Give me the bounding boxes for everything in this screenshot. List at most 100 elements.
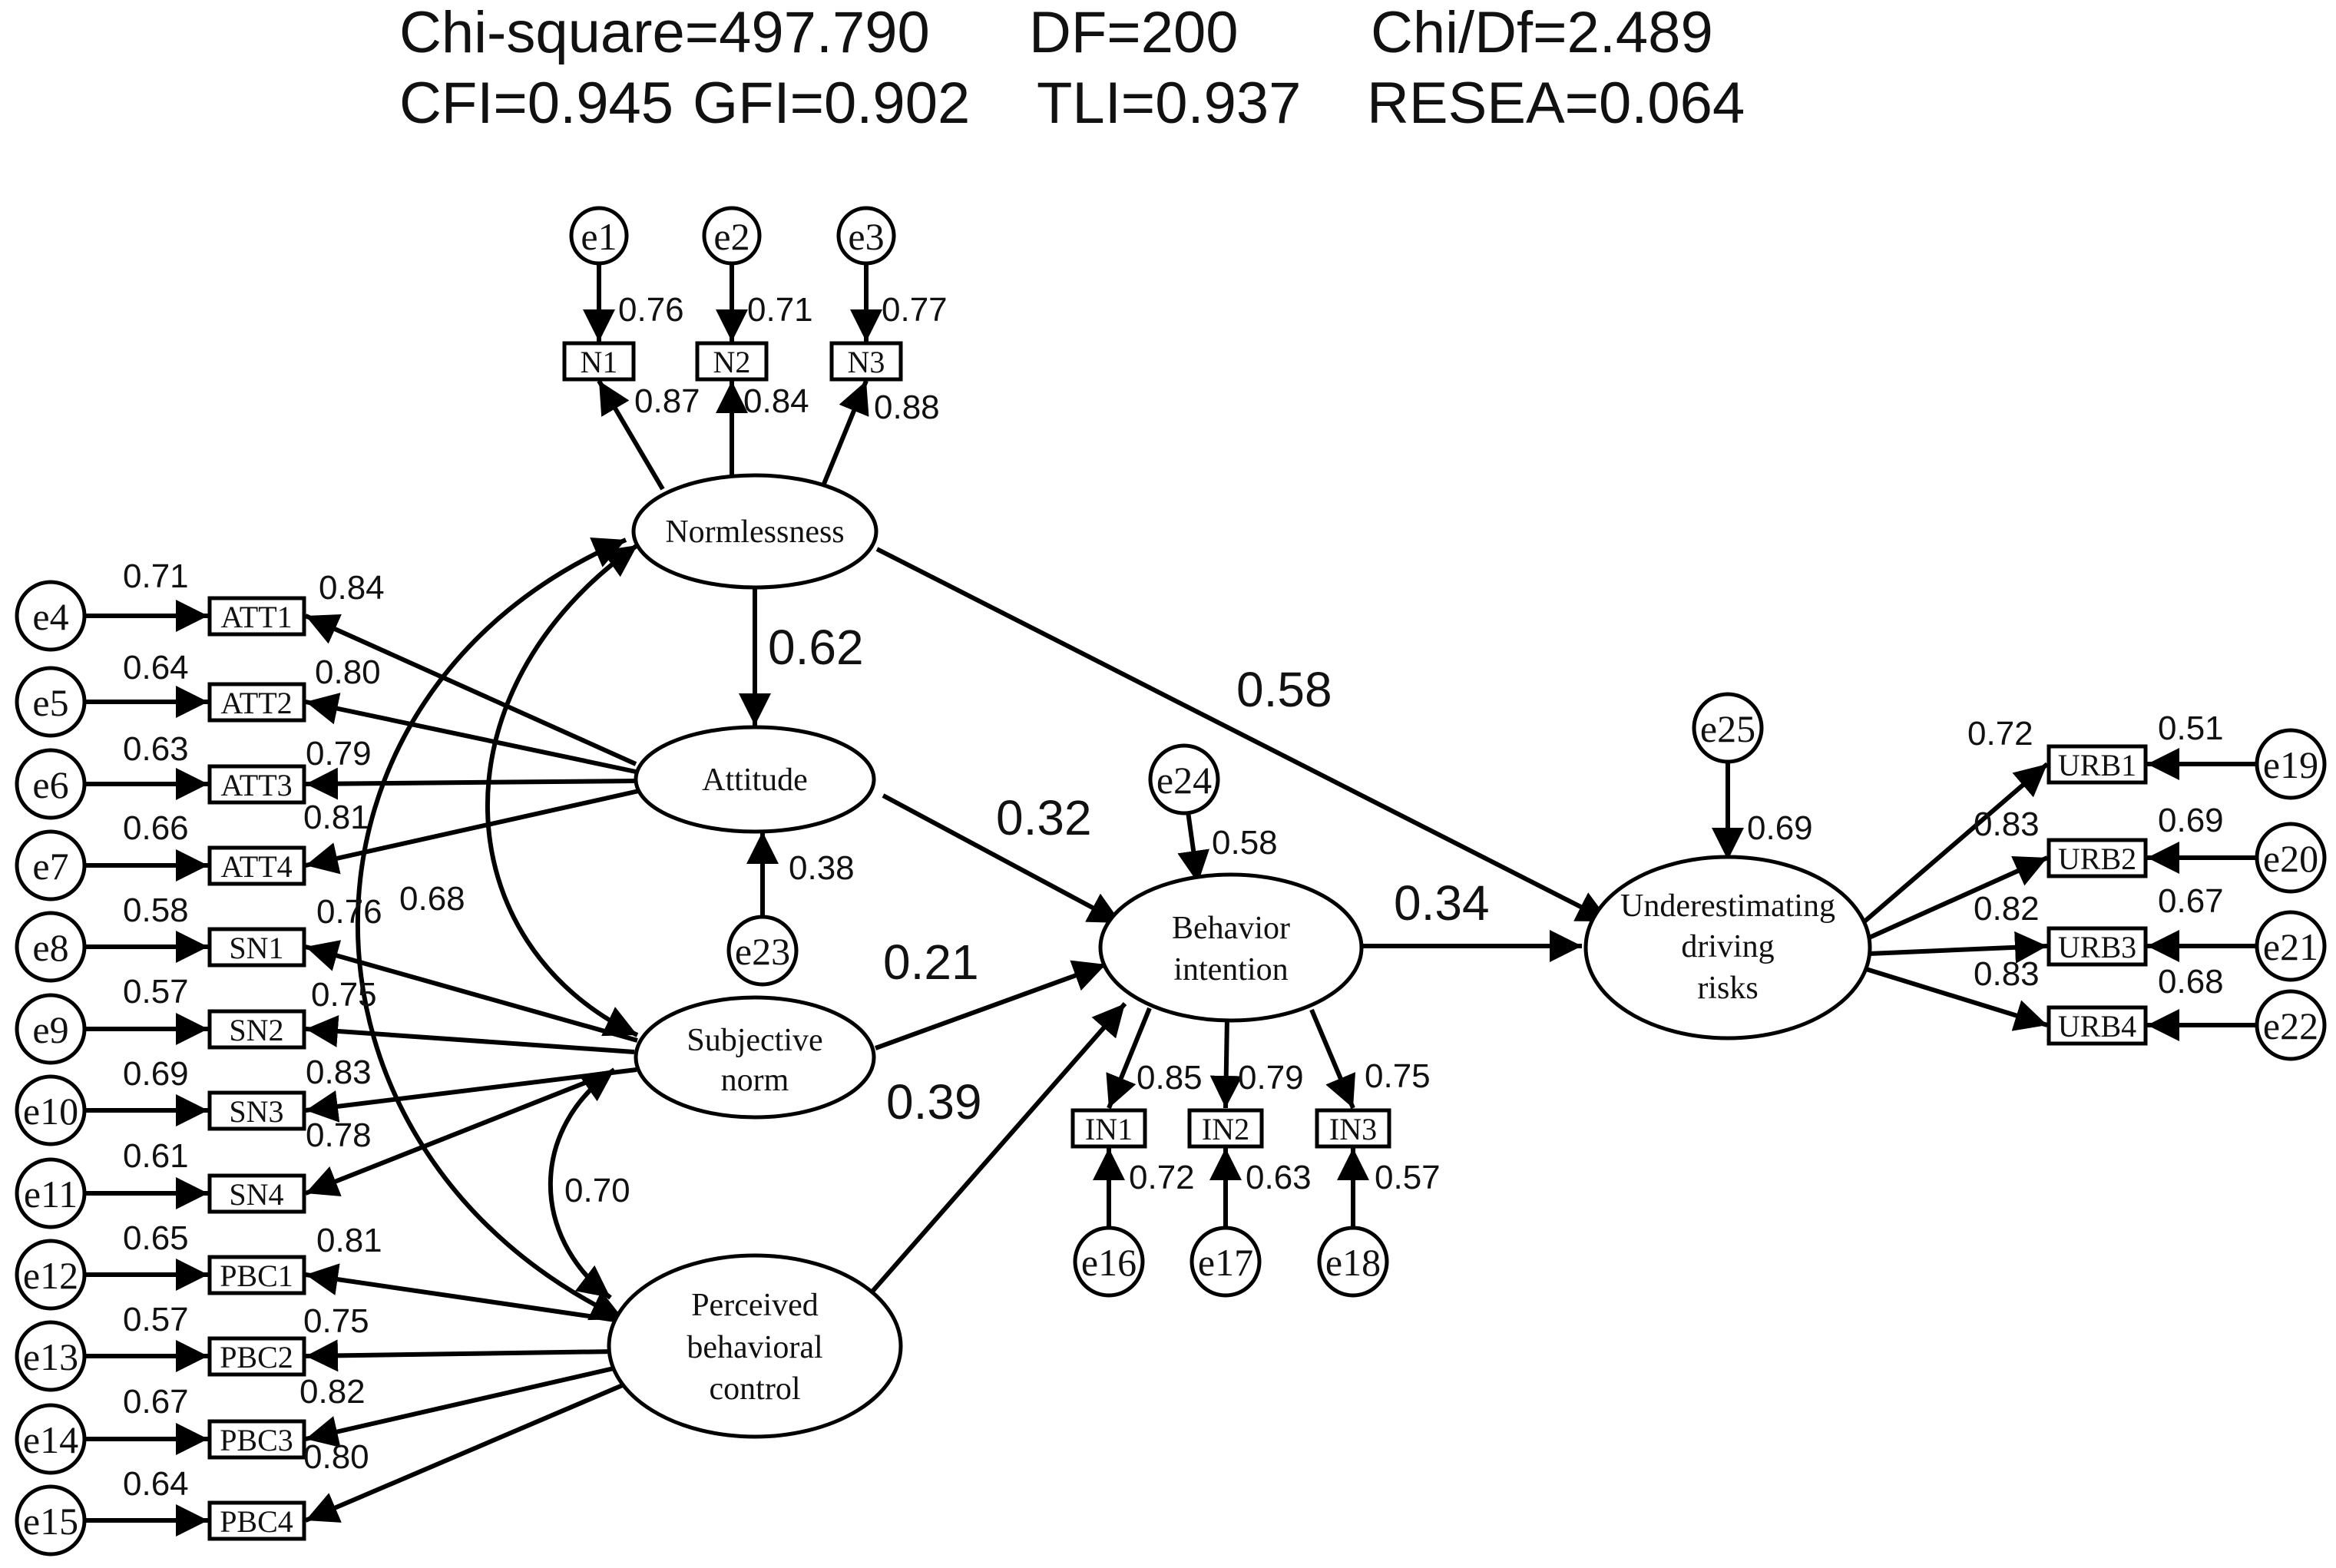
coef-sn3: 0.83 (306, 1054, 372, 1091)
coef-e18: 0.57 (1375, 1159, 1441, 1196)
coef-sn-intention: 0.21 (883, 935, 979, 990)
error-e6: e6 (15, 748, 87, 820)
gfi-label: GFI=0.902 (693, 71, 970, 136)
error-e22: e22 (2255, 989, 2327, 1061)
corr-normlessness-sn (485, 543, 639, 1037)
coef-corr-sn-pbc: 0.70 (564, 1172, 630, 1209)
indicator-pbc4-label: PBC4 (220, 1504, 293, 1539)
path-normlessness-n3 (822, 379, 869, 485)
indicator-att3: ATT3 (207, 764, 306, 805)
corr-sn-pbc (548, 1067, 616, 1300)
error-e14: e14 (15, 1403, 87, 1475)
coef-in3: 0.75 (1365, 1057, 1431, 1095)
error-e15: e15 (15, 1484, 87, 1556)
path-underestimating-urb3 (1868, 931, 2048, 964)
coef-e2: 0.71 (747, 291, 813, 329)
latent-pbc-label-1: Perceived (691, 1288, 819, 1323)
coef-e25: 0.69 (1747, 809, 1813, 847)
error-e17-label: e17 (1198, 1241, 1253, 1284)
path-sn-sn4 (304, 1069, 616, 1197)
error-e5-label: e5 (32, 681, 68, 724)
error-e21-label: e21 (2263, 925, 2318, 968)
indicator-sn3: SN3 (207, 1090, 306, 1131)
coef-e11: 0.61 (123, 1137, 189, 1175)
indicator-n2-label: N2 (713, 345, 751, 379)
indicator-pbc3: PBC3 (207, 1419, 306, 1460)
indicator-urb2-label: URB2 (2058, 842, 2136, 876)
coef-e19: 0.51 (2158, 710, 2224, 747)
error-e8: e8 (15, 911, 87, 983)
coef-n3: 0.88 (874, 389, 940, 426)
latent-sn-label-1: Subjective (687, 1023, 822, 1058)
error-e19-label: e19 (2263, 743, 2318, 786)
coef-e23: 0.38 (789, 849, 855, 887)
error-e16-label: e16 (1081, 1241, 1137, 1284)
coef-e20: 0.69 (2158, 802, 2224, 839)
error-e25: e25 (1692, 692, 1764, 764)
latent-udr-label-2: driving (1681, 929, 1774, 964)
error-e10: e10 (15, 1074, 87, 1146)
error-e7-label: e7 (32, 845, 68, 888)
error-e3: e3 (836, 206, 896, 266)
latent-bi-label-1: Behavior (1172, 911, 1290, 946)
indicator-pbc1: PBC1 (207, 1255, 306, 1295)
coef-e7: 0.66 (123, 809, 189, 847)
coef-n2: 0.84 (743, 382, 809, 420)
path-attitude-intention (882, 793, 1123, 925)
coef-pbc4: 0.80 (303, 1438, 369, 1476)
edges (84, 261, 2258, 1537)
latent-behavior-intention: Behavior intention (1098, 872, 1364, 1023)
coef-e3: 0.77 (882, 291, 948, 329)
coef-e15: 0.64 (123, 1465, 189, 1503)
error-e2: e2 (702, 206, 762, 266)
path-intention-in2 (1209, 1017, 1242, 1109)
path-pbc-pbc2 (305, 1339, 615, 1372)
indicator-urb1: URB1 (2046, 744, 2148, 785)
indicator-sn4: SN4 (207, 1173, 306, 1214)
indicator-in2: IN2 (1187, 1108, 1264, 1149)
coef-e13: 0.57 (123, 1301, 189, 1338)
coef-normlessness-attitude: 0.62 (768, 620, 864, 675)
coef-e24: 0.58 (1212, 824, 1278, 862)
indicator-sn4-label: SN4 (229, 1177, 283, 1212)
coef-pbc1: 0.81 (316, 1222, 382, 1259)
path-sn-sn2 (305, 1014, 635, 1054)
fit-indices: Chi-square=497.790 DF=200 Chi/Df=2.489 C… (399, 0, 1745, 136)
error-e8-label: e8 (32, 926, 68, 969)
error-e22-label: e22 (2263, 1004, 2318, 1047)
coef-e14: 0.67 (123, 1383, 189, 1421)
path-sn-intention (874, 960, 1107, 1050)
indicator-boxes: N1 N2 N3 ATT1 ATT2 ATT3 ATT4 SN1 SN2 SN3… (207, 341, 2148, 1541)
coef-e1: 0.76 (618, 291, 684, 329)
coef-normlessness-underestimating: 0.58 (1236, 662, 1332, 717)
path-underestimating-urb4 (1865, 967, 2048, 1031)
path-pbc-pbc1 (305, 1263, 621, 1323)
latent-normlessness-label: Normlessness (665, 514, 844, 550)
error-e14-label: e14 (23, 1418, 78, 1461)
indicator-sn2-label: SN2 (229, 1013, 283, 1047)
error-e12-label: e12 (23, 1254, 78, 1297)
error-e10-label: e10 (23, 1090, 78, 1133)
coef-e10: 0.69 (123, 1055, 189, 1093)
coef-urb4: 0.83 (1974, 955, 2040, 993)
indicator-urb2: URB2 (2046, 838, 2148, 878)
coef-e9: 0.57 (123, 973, 189, 1011)
coef-urb2: 0.83 (1974, 806, 2040, 843)
path-attitude-att1 (304, 614, 637, 766)
error-e19: e19 (2255, 728, 2327, 800)
path-intention-in1 (1106, 1007, 1152, 1110)
error-e23: e23 (726, 915, 799, 987)
indicator-att4-label: ATT4 (220, 849, 292, 884)
path-attitude-att4 (305, 789, 640, 875)
error-e13: e13 (15, 1320, 87, 1392)
path-pbc-pbc3 (305, 1365, 621, 1448)
coef-e22: 0.68 (2158, 963, 2224, 1001)
cfi-label: CFI=0.945 (399, 71, 673, 136)
error-e2-label: e2 (713, 215, 749, 258)
indicator-in2-label: IN2 (1202, 1112, 1249, 1146)
error-terms: e1 e2 e3 e4 e5 e6 e7 e8 e9 e10 e11 e12 e… (15, 206, 2327, 1556)
indicator-n3: N3 (829, 341, 903, 382)
error-e3-label: e3 (848, 215, 884, 258)
error-e25-label: e25 (1700, 707, 1755, 750)
